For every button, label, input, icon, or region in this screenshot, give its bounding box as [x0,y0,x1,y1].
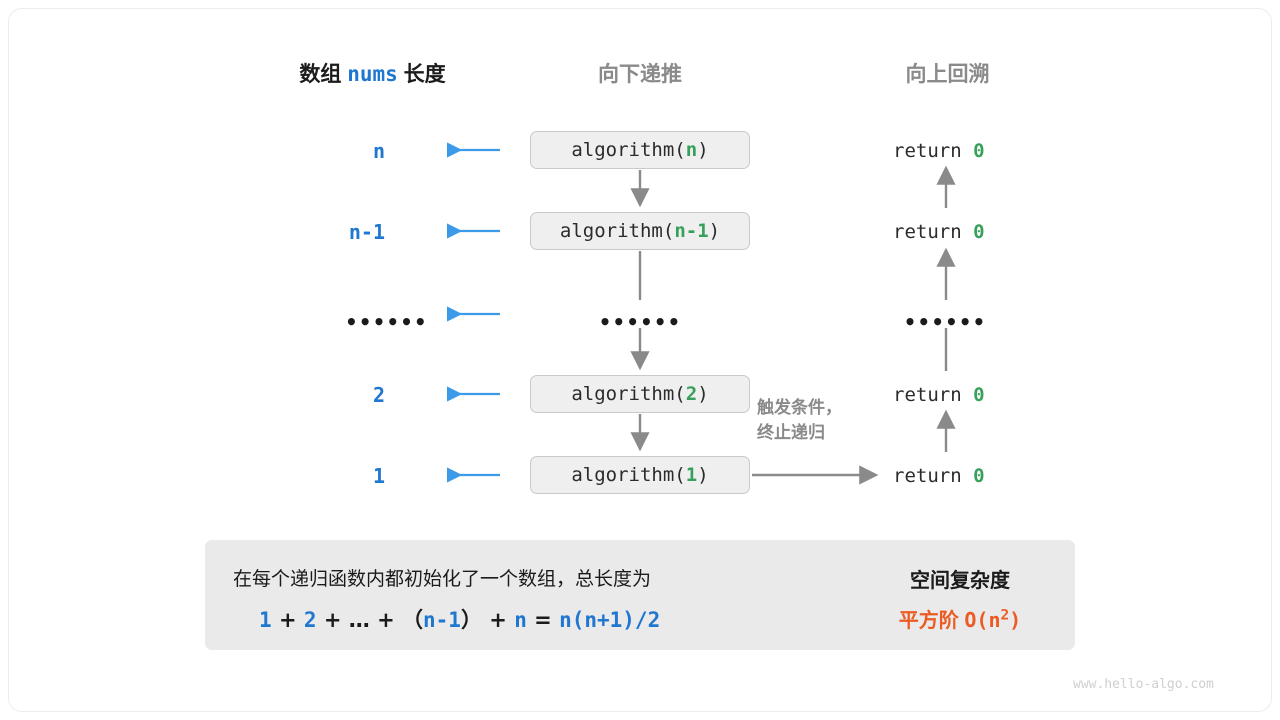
summary-description: 在每个递归函数内都初始化了一个数组，总长度为 [233,569,652,590]
formula-op-2: + [323,608,342,632]
call-arg-1: n-1 [674,220,709,242]
return-label-row-4: return 0 [893,465,985,487]
call-paren-close-3: ) [697,383,709,405]
length-label-row-1: n-1 [348,220,385,244]
call-box-row-4[interactable]: algorithm(1) [530,456,750,494]
call-ellipsis-row-2: •••••• [598,310,682,334]
call-paren-open-4: ( [674,464,686,486]
termination-note-line2: 终止递归 [757,422,825,442]
complexity-big-o-close: ) [1009,608,1022,632]
termination-note: 触发条件， 终止递归 [757,396,842,445]
length-label-row-4: 1 [372,464,385,488]
return-label-row-0: return 0 [893,140,985,162]
return-keyword-3: return [893,384,962,406]
return-value-3: 0 [973,384,985,406]
heading-part-code: nums [347,62,398,86]
column-heading-downward: 向下递推 [598,63,682,86]
length-label-row-0: n [372,139,385,163]
formula-paren-open: （ [402,608,424,632]
formula-op-1: + [278,608,297,632]
heading-part-post: 长度 [403,63,446,86]
formula-equals: = [534,608,552,632]
call-paren-close-1: ) [708,220,721,242]
return-label-row-3: return 0 [893,384,985,406]
length-label-row-3: 2 [372,383,385,407]
termination-note-line1: 触发条件， [757,398,842,417]
call-paren-open-0: ( [674,139,686,161]
complexity-exponent: 2 [1000,607,1010,624]
call-fn-name-0: algorithm [571,139,675,161]
call-box-row-0[interactable]: algorithm(n) [530,131,750,169]
formula-term-2: 2 [303,608,317,632]
return-ellipsis-row-2: •••••• [903,310,987,334]
call-arg-3: 2 [685,383,698,405]
call-box-row-3[interactable]: algorithm(2) [530,375,750,413]
summary-formula: 1 + 2 + … + （n-1） + n = n(n+1)/2 [259,604,660,634]
call-fn-name-4: algorithm [571,464,675,486]
complexity-value: 平方阶 O(n2) [860,604,1060,633]
column-heading-upward: 向上回溯 [905,63,990,86]
call-paren-open-3: ( [674,383,686,405]
call-fn-name-3: algorithm [571,383,675,405]
call-box-row-1[interactable]: algorithm(n-1) [530,212,750,250]
length-label-row-2-ellipsis: •••••• [345,310,428,334]
return-keyword-0: return [893,140,962,162]
formula-op-4: + [489,608,507,632]
column-heading-array-length: 数组 nums 长度 [230,58,515,88]
formula-result: n(n+1)/2 [559,608,661,632]
return-value-1: 0 [973,221,985,243]
formula-paren-close: ） [460,608,482,632]
return-keyword-4: return [893,465,962,487]
formula-term-1: 1 [259,608,272,632]
formula-term-4: n-1 [423,608,461,632]
call-paren-close-0: ) [697,139,709,161]
formula-op-3: + [377,608,395,632]
return-value-0: 0 [973,140,985,162]
call-paren-close-4: ) [697,464,709,486]
complexity-big-o: O(n2) [964,607,1022,632]
call-arg-0: n [685,139,698,161]
return-value-4: 0 [973,465,985,487]
complexity-title: 空间复杂度 [910,570,1010,592]
heading-part-pre: 数组 [299,63,342,86]
formula-ellipsis: … [348,608,370,632]
call-paren-open-1: ( [662,220,675,242]
formula-term-5: n [514,608,527,632]
return-label-row-1: return 0 [893,221,985,243]
call-fn-name-1: algorithm [559,220,663,242]
return-keyword-1: return [893,221,962,243]
summary-panel [205,540,1075,650]
call-arg-4: 1 [685,464,698,486]
complexity-order-name: 平方阶 [898,610,959,632]
watermark: www.hello-algo.com [1073,677,1214,692]
